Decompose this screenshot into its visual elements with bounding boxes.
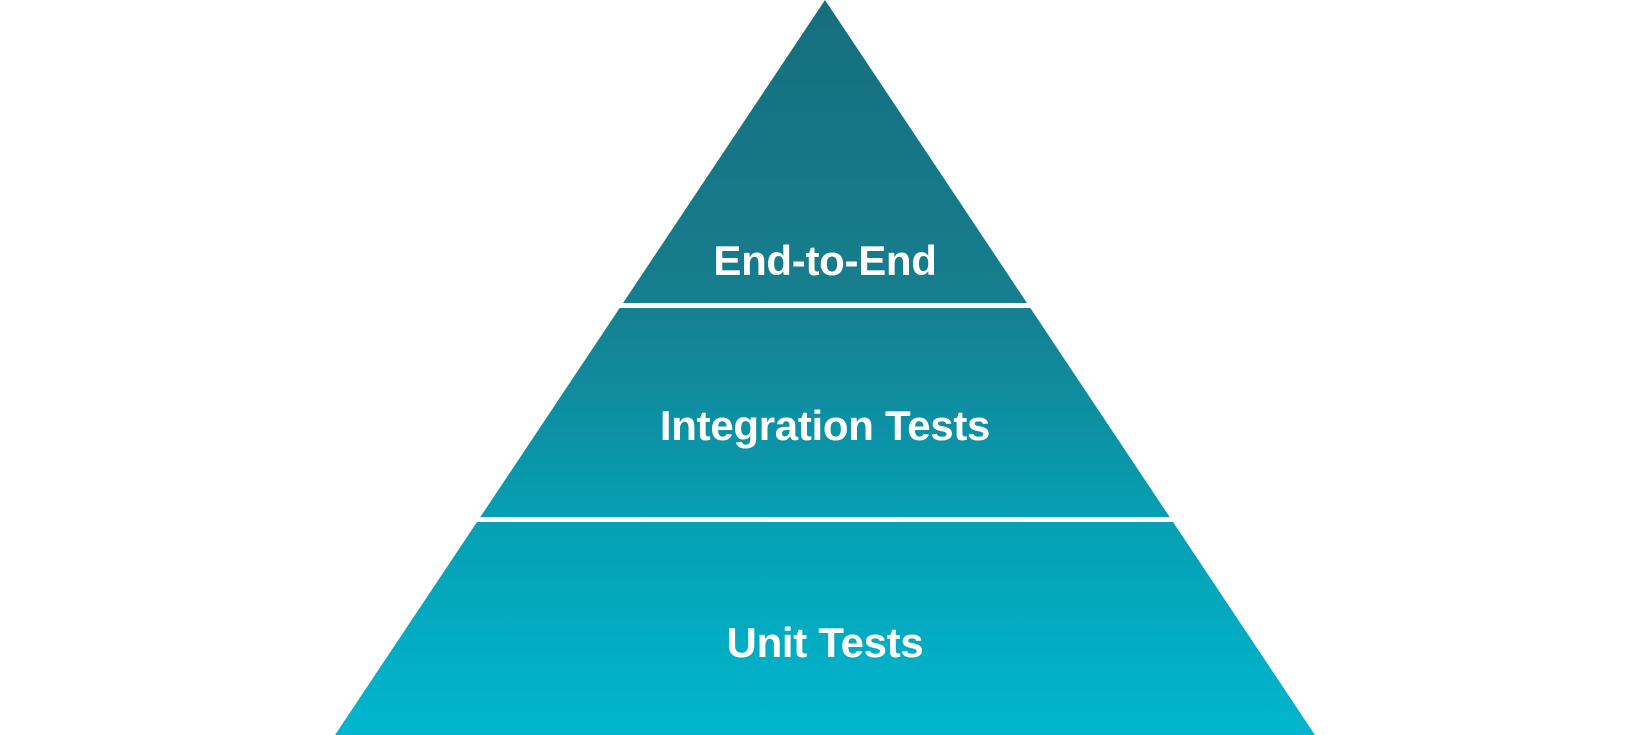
tier-label-unit-tests: Unit Tests xyxy=(726,619,924,666)
tier-label-integration-tests: Integration Tests xyxy=(659,402,991,449)
tier-divider-top xyxy=(0,303,1650,308)
tier-divider-bottom xyxy=(0,517,1650,522)
tier-label-end-to-end: End-to-End xyxy=(713,237,937,284)
pyramid-triangle-shape xyxy=(335,0,1315,735)
